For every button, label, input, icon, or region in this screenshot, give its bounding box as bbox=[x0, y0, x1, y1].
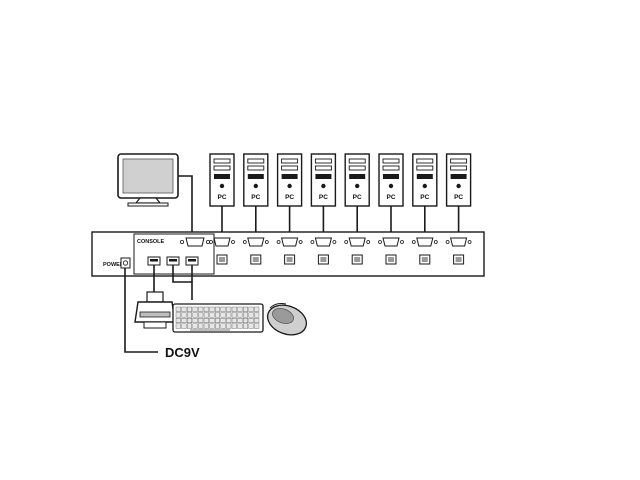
pc-port-8 bbox=[445, 237, 472, 265]
pc-label: PC bbox=[251, 194, 260, 201]
mouse-icon bbox=[266, 303, 308, 336]
pc-tower-8: PC bbox=[445, 153, 472, 207]
kvm-switch-panel: CONSOLE POWER bbox=[91, 231, 485, 277]
power-jack bbox=[120, 257, 131, 269]
pc-label: PC bbox=[420, 194, 429, 201]
keyboard-cable bbox=[172, 265, 193, 300]
monitor-icon bbox=[117, 153, 179, 207]
pc-tower-6: PC bbox=[378, 153, 404, 207]
console-usb-ports bbox=[147, 256, 199, 266]
pc-port-4 bbox=[310, 237, 337, 265]
pc-label: PC bbox=[217, 194, 226, 201]
pc-label: PC bbox=[285, 194, 294, 201]
pc-label: PC bbox=[353, 194, 362, 201]
pc-tower-1: PC bbox=[209, 153, 235, 207]
pc-tower-4: PC bbox=[310, 153, 337, 207]
keyboard-icon bbox=[172, 303, 264, 333]
console-vga-port bbox=[179, 237, 210, 247]
pc-port-7 bbox=[411, 237, 438, 265]
pc-port-6 bbox=[378, 237, 404, 265]
monitor-cable bbox=[178, 175, 193, 238]
printer-icon bbox=[134, 291, 176, 329]
pc-port-2 bbox=[242, 237, 269, 265]
computer-ports bbox=[209, 237, 472, 265]
pc-port-1 bbox=[209, 237, 235, 265]
pc-tower-2: PC bbox=[243, 153, 269, 207]
pc-port-3 bbox=[276, 237, 303, 265]
pc-port-5 bbox=[344, 237, 371, 265]
pc-label: PC bbox=[386, 194, 395, 201]
pc-label: PC bbox=[319, 194, 328, 201]
pc-tower-3: PC bbox=[276, 153, 303, 207]
pc-tower-5: PC bbox=[344, 153, 370, 207]
dc9v-label: DC9V bbox=[165, 345, 200, 360]
power-label: POWER bbox=[103, 262, 124, 268]
pc-label: PC bbox=[454, 194, 463, 201]
console-label: CONSOLE bbox=[137, 239, 165, 245]
pc-towers: PC PC PC PC PC PC PC PC bbox=[209, 153, 472, 238]
pc-tower-7: PC bbox=[412, 153, 438, 207]
power-cable bbox=[124, 268, 158, 353]
